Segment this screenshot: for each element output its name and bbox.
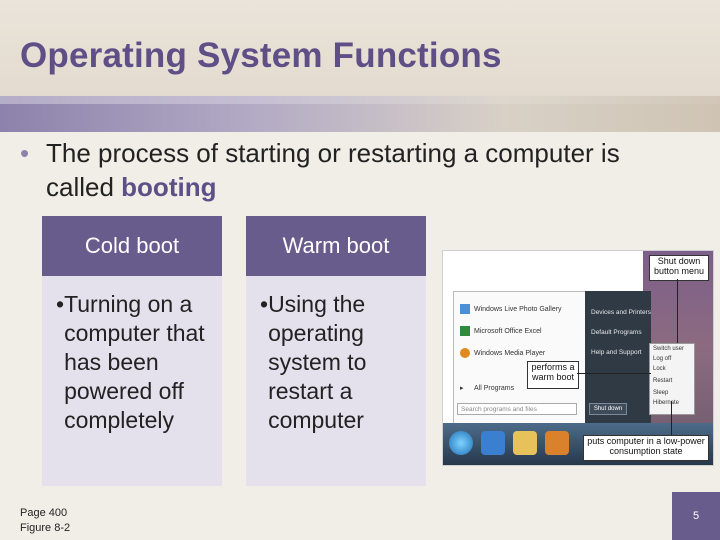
cold-boot-box: • Turning on a computer that has been po… (42, 276, 222, 486)
cold-boot-description: Turning on a computer that has been powe… (64, 291, 205, 433)
warm-boot-box: • Using the operating system to restart … (246, 276, 426, 486)
decorative-stripe (0, 96, 720, 132)
bullet-text: The process of starting or restarting a … (46, 138, 620, 168)
footer-reference: Page 400 Figure 8-2 (20, 506, 70, 536)
start-orb-icon[interactable] (449, 431, 473, 455)
start-menu-figure: Windows Live Photo Gallery Microsoft Off… (442, 250, 714, 466)
search-input[interactable]: Search programs and files (457, 403, 577, 415)
bullet-symbol: • (56, 291, 65, 317)
low-power-callout: puts computer in a low-power consumption… (583, 435, 709, 461)
callout-line (677, 279, 678, 343)
shutdown-option[interactable]: Log off (653, 356, 672, 362)
bullet-symbol: • (20, 138, 30, 168)
warm-boot-description: Using the operating system to restart a … (268, 291, 367, 433)
callout-line (671, 401, 672, 435)
shutdown-option[interactable]: Switch user (653, 346, 685, 352)
arrow-right-icon: ▸ (460, 385, 464, 392)
photo-gallery-icon (460, 304, 470, 314)
shutdown-option[interactable]: Hibernate (653, 400, 680, 406)
media-player-icon[interactable] (545, 431, 569, 455)
shutdown-menu-callout: Shut down button menu (649, 255, 709, 281)
bullet-text-line2: called (46, 172, 114, 202)
page-reference: Page 400 (20, 507, 68, 519)
slide-title: Operating System Functions (20, 36, 502, 75)
booting-term: booting (121, 172, 217, 202)
right-pane-item[interactable]: Help and Support (591, 349, 642, 356)
decorative-stripe-highlight (0, 96, 720, 104)
shutdown-option[interactable]: Lock (653, 366, 666, 372)
figure-reference: Figure 8-2 (20, 522, 71, 534)
main-bullet: • The process of starting or restarting a… (20, 136, 700, 204)
bullet-symbol: • (260, 291, 269, 317)
folder-icon[interactable] (513, 431, 537, 455)
start-menu-item[interactable]: Microsoft Office Excel (460, 326, 542, 336)
title-band (0, 0, 720, 96)
start-menu-right-pane: Devices and Printers Default Programs He… (585, 291, 651, 423)
callout-line (577, 373, 651, 374)
media-player-icon (460, 348, 470, 358)
right-pane-item[interactable]: Devices and Printers (591, 309, 651, 316)
shutdown-submenu: Switch user Log off Lock Restart Sleep H… (649, 343, 695, 415)
excel-icon (460, 326, 470, 336)
shutdown-option[interactable]: Restart (653, 378, 673, 384)
warm-boot-heading: Warm boot (246, 216, 426, 276)
cold-boot-heading: Cold boot (42, 216, 222, 276)
start-menu-item[interactable]: Windows Media Player (460, 348, 545, 358)
right-pane-item[interactable]: Default Programs (591, 329, 642, 336)
all-programs-link[interactable]: ▸All Programs (460, 385, 515, 392)
warm-boot-callout: performs a warm boot (527, 361, 579, 389)
slide-number: 5 (672, 492, 720, 540)
internet-explorer-icon[interactable] (481, 431, 505, 455)
shutdown-option[interactable]: Sleep (653, 390, 669, 396)
shutdown-button[interactable]: Shut down (589, 403, 627, 415)
start-menu-item[interactable]: Windows Live Photo Gallery (460, 304, 562, 314)
